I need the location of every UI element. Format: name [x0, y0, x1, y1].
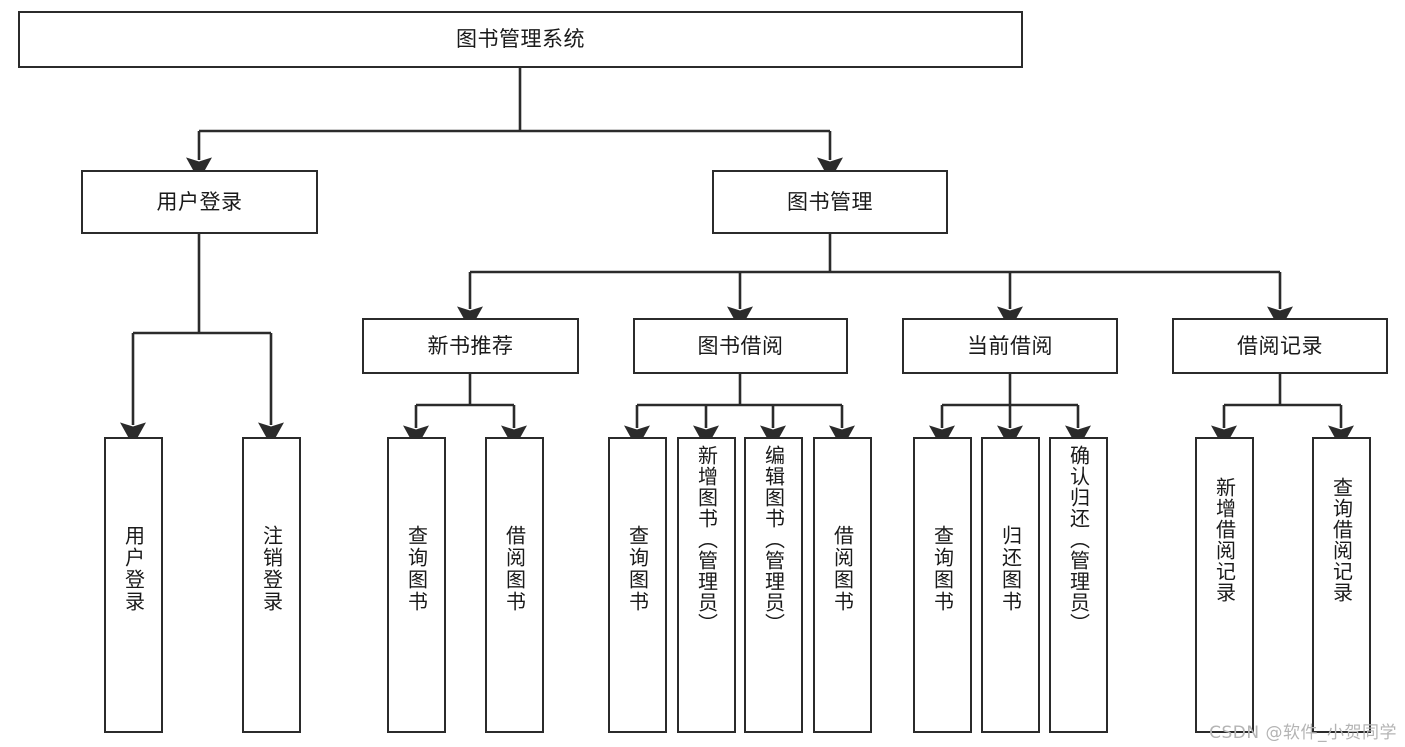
node-leaf-confirm-return[interactable]: 确认归还（管理员）	[1049, 437, 1108, 733]
node-user-login[interactable]: 用户登录	[81, 170, 318, 234]
node-user-login-label: 用户登录	[156, 189, 243, 214]
node-leaf-query-book-2[interactable]: 查询图书	[608, 437, 667, 733]
node-book-management[interactable]: 图书管理	[712, 170, 948, 234]
node-leaf-borrow-book-1[interactable]: 借阅图书	[485, 437, 544, 733]
node-leaf-query-book-1-label: 查询图书	[404, 525, 429, 613]
node-leaf-query-record-label: 查询借阅记录	[1329, 477, 1354, 603]
node-leaf-borrow-book-2[interactable]: 借阅图书	[813, 437, 872, 733]
node-leaf-add-book-label: 新增图书（管理员）	[694, 445, 719, 634]
node-leaf-query-book-2-label: 查询图书	[625, 525, 650, 613]
node-borrow-record[interactable]: 借阅记录	[1172, 318, 1388, 374]
node-leaf-edit-book[interactable]: 编辑图书（管理员）	[744, 437, 803, 733]
node-leaf-edit-book-label: 编辑图书（管理员）	[761, 445, 786, 634]
node-leaf-return-book-label: 归还图书	[998, 525, 1023, 613]
node-leaf-add-book[interactable]: 新增图书（管理员）	[677, 437, 736, 733]
node-leaf-borrow-book-2-label: 借阅图书	[830, 525, 855, 613]
node-leaf-add-record-label: 新增借阅记录	[1212, 477, 1237, 603]
node-book-borrow-label: 图书借阅	[697, 333, 784, 358]
node-leaf-query-book-1[interactable]: 查询图书	[387, 437, 446, 733]
node-leaf-return-book[interactable]: 归还图书	[981, 437, 1040, 733]
node-leaf-add-record[interactable]: 新增借阅记录	[1195, 437, 1254, 733]
node-leaf-confirm-return-label: 确认归还（管理员）	[1066, 445, 1091, 634]
node-new-book-recommend[interactable]: 新书推荐	[362, 318, 579, 374]
node-leaf-borrow-book-1-label: 借阅图书	[502, 525, 527, 613]
node-root[interactable]: 图书管理系统	[18, 11, 1023, 68]
node-current-borrow-label: 当前借阅	[967, 333, 1053, 358]
node-leaf-logout-login-label: 注销登录	[259, 525, 284, 613]
node-book-borrow[interactable]: 图书借阅	[633, 318, 848, 374]
node-new-book-recommend-label: 新书推荐	[427, 333, 514, 358]
node-borrow-record-label: 借阅记录	[1237, 333, 1323, 358]
node-book-management-label: 图书管理	[787, 189, 873, 214]
node-root-label: 图书管理系统	[456, 27, 585, 52]
node-leaf-query-record[interactable]: 查询借阅记录	[1312, 437, 1371, 733]
node-leaf-query-book-3[interactable]: 查询图书	[913, 437, 972, 733]
node-leaf-user-login[interactable]: 用户登录	[104, 437, 163, 733]
node-leaf-query-book-3-label: 查询图书	[930, 525, 955, 613]
node-leaf-user-login-label: 用户登录	[121, 525, 146, 613]
node-leaf-logout-login[interactable]: 注销登录	[242, 437, 301, 733]
node-current-borrow[interactable]: 当前借阅	[902, 318, 1118, 374]
